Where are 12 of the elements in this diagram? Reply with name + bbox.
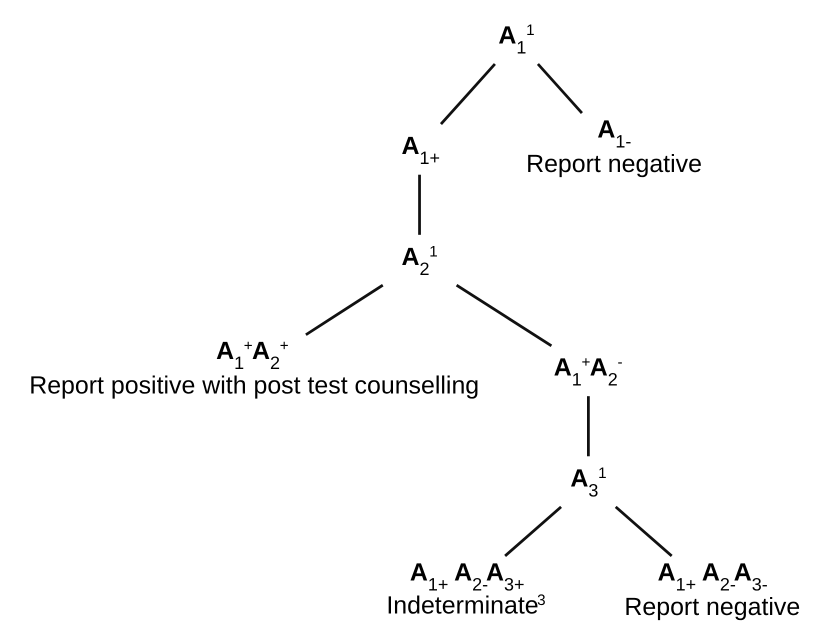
node-text: A$_{1+}$: [402, 132, 440, 168]
connector: [440, 63, 496, 126]
connector: [456, 284, 552, 347]
node-text: A$_{1+}$ A$_{2-}$A$_{3+}$ Indeterminate$^{3}$: [386, 558, 546, 620]
connector: [504, 506, 562, 557]
connector: [536, 63, 583, 114]
connector: [418, 174, 421, 235]
node-text: A$_{1-}$ Report negative: [526, 115, 702, 178]
node-text: A$_{1+}$ A$_{2-}$A$_{3-}$ Report negative: [624, 558, 800, 621]
connector: [587, 396, 590, 456]
connector: [305, 284, 384, 336]
connector: [614, 506, 673, 557]
